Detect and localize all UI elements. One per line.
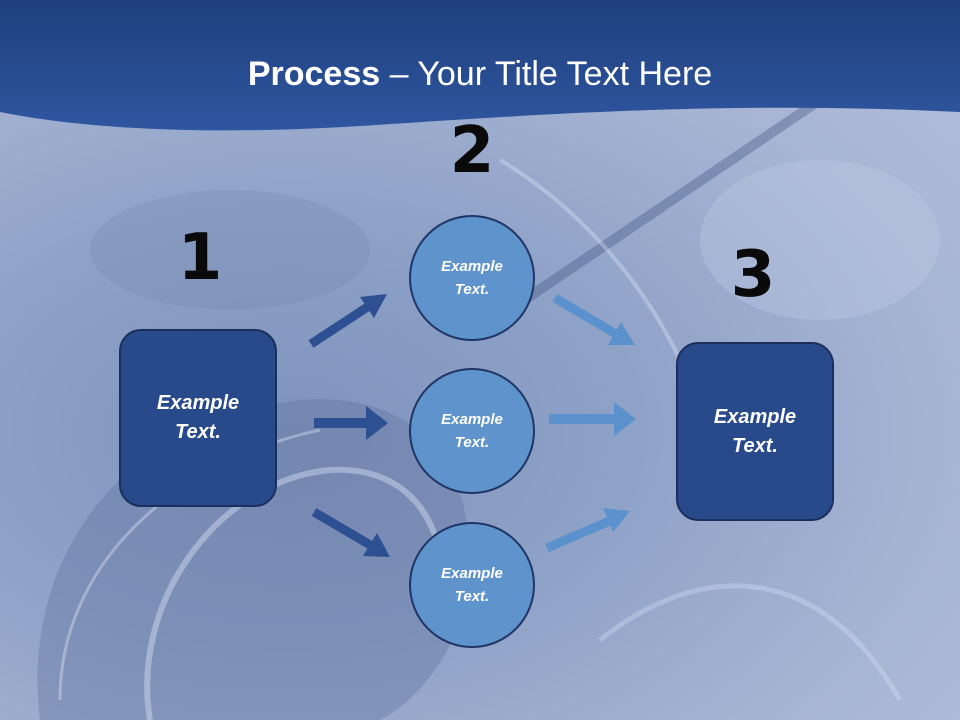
page-title: Process – Your Title Text Here bbox=[0, 52, 960, 96]
circle-bottom-label: Example Text. bbox=[441, 565, 503, 605]
arrow-right-up bbox=[552, 294, 635, 345]
right-box-label: Example Text. bbox=[713, 405, 797, 457]
title-bold: Process bbox=[247, 55, 381, 93]
step-number-3: 3 bbox=[730, 238, 776, 312]
left-process-box: Example Text. bbox=[119, 329, 277, 507]
arrow-left-mid bbox=[314, 406, 388, 440]
step-number-2: 2 bbox=[449, 114, 495, 188]
step-number-1: 1 bbox=[177, 221, 223, 295]
arrow-left-down bbox=[311, 508, 390, 557]
title-rest: – Your Title Text Here bbox=[380, 55, 713, 93]
circle-middle-label: Example Text. bbox=[441, 411, 503, 451]
arrow-left-up bbox=[308, 294, 387, 348]
arrow-right-mid bbox=[549, 402, 636, 436]
header-band bbox=[0, 0, 960, 131]
circle-top: Example Text. bbox=[409, 215, 535, 341]
arrow-right-down bbox=[545, 508, 630, 553]
circle-bottom: Example Text. bbox=[409, 522, 535, 648]
left-box-label: Example Text. bbox=[156, 392, 240, 443]
circle-top-label: Example Text. bbox=[441, 258, 503, 298]
right-process-box: Example Text. bbox=[676, 342, 834, 521]
circle-middle: Example Text. bbox=[409, 368, 535, 494]
